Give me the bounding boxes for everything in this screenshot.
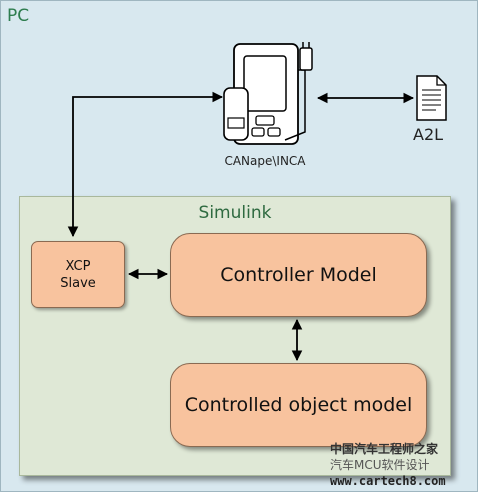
watermark-line-1: 中国汽车工程师之家 xyxy=(330,442,439,456)
slave-label: Slave xyxy=(60,275,96,291)
controlled-object-model-block: Controlled object model xyxy=(170,363,427,447)
watermark-line-2: 汽车MCU软件设计 xyxy=(330,458,430,472)
controller-model-block: Controller Model xyxy=(170,233,427,317)
xcp-label: XCP xyxy=(65,258,91,274)
watermark-line-3: www.cartech8.com xyxy=(330,474,446,488)
calibration-device-icon xyxy=(223,42,313,145)
a2l-label: A2L xyxy=(413,125,444,144)
document-icon xyxy=(416,75,447,121)
watermark: 中国汽车工程师之家 汽车MCU软件设计 www.cartech8.com xyxy=(330,441,470,489)
xcp-to-tool-connector xyxy=(67,91,224,238)
controller-model-label: Controller Model xyxy=(220,264,377,286)
xcp-slave-block: XCP Slave xyxy=(31,241,125,308)
pc-label: PC xyxy=(7,6,30,26)
tool-label: CANape\INCA xyxy=(224,154,306,168)
controlled-object-model-label: Controlled object model xyxy=(184,394,413,416)
